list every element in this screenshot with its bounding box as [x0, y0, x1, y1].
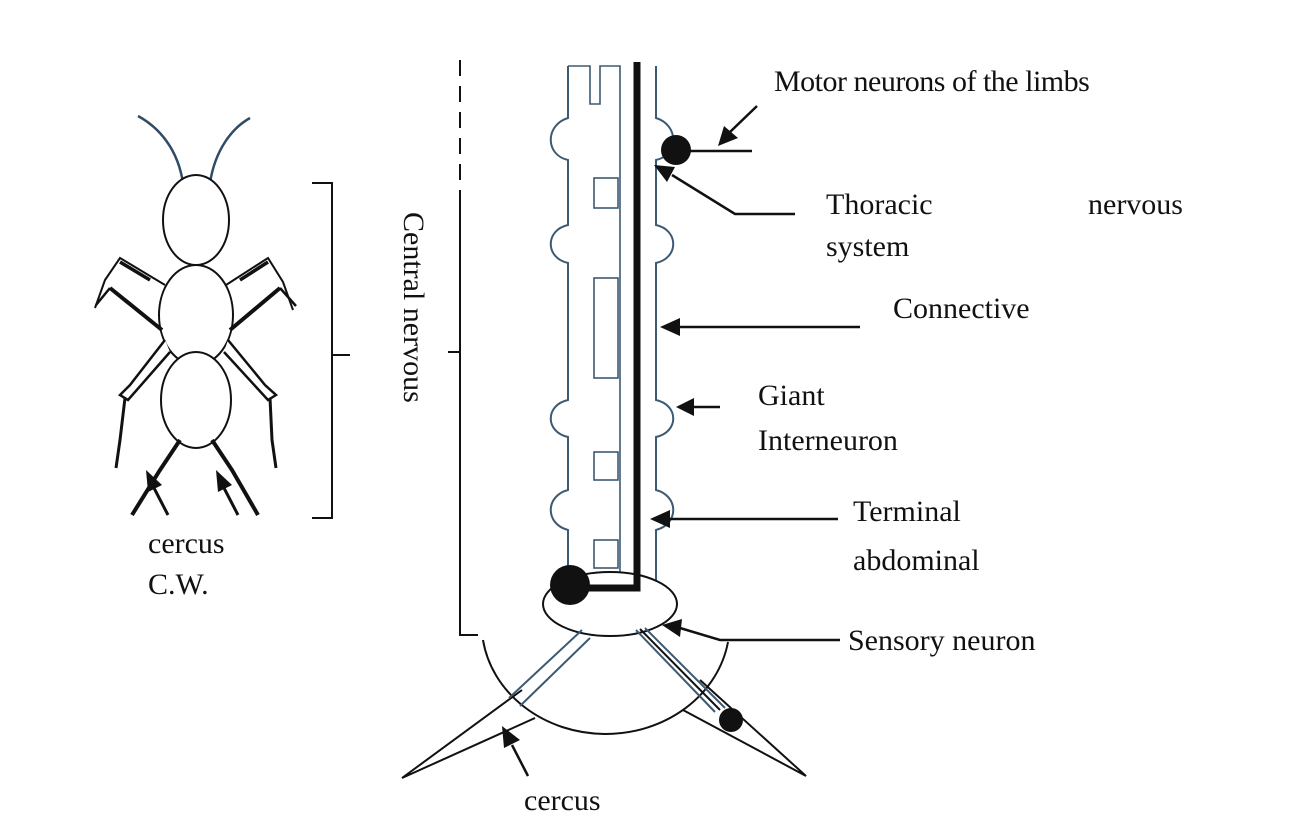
terminal-label: Terminal	[853, 495, 961, 528]
nerve-cord	[542, 62, 752, 637]
right-antenna	[208, 116, 251, 184]
cerci-structure	[401, 627, 807, 779]
giant-interneuron-soma	[550, 565, 590, 605]
left-cercus-appendage	[130, 438, 182, 517]
motor-neuron-soma	[661, 135, 691, 165]
insect-head	[162, 174, 230, 266]
insect-illustration	[94, 114, 297, 517]
right-hind-leg	[223, 339, 279, 402]
insect-abdomen	[160, 351, 232, 449]
central-nervous-bracket	[448, 60, 478, 636]
interneuron-label: Interneuron	[758, 424, 898, 457]
right-middle-leg	[228, 286, 282, 332]
connective-label: Connective	[893, 292, 1030, 325]
cercus-bottom-label: cercus	[524, 784, 601, 817]
giant-label: Giant	[758, 379, 825, 412]
cercus-arrows	[146, 470, 240, 516]
sensory-neuron-soma	[719, 708, 743, 732]
thoracic-label: Thoracic	[826, 188, 933, 221]
thoracic-nervous-label: nervous	[1088, 188, 1183, 221]
cercus-left-label: cercus	[148, 527, 225, 560]
insect-brace	[312, 182, 350, 519]
bottom-semicircle	[482, 639, 729, 735]
left-middle-leg	[108, 286, 164, 332]
thoracic-system-label: system	[826, 230, 909, 263]
central-nervous-label: Central nervous	[397, 212, 430, 403]
abdominal-label: abdominal	[853, 544, 980, 577]
right-cercus-appendage	[210, 438, 260, 517]
cw-cut-label: C.W.	[148, 568, 209, 601]
left-antenna	[137, 114, 185, 184]
motor-neurons-label: Motor neurons of the limbs	[774, 65, 1089, 98]
left-cercus	[401, 689, 536, 779]
left-front-leg	[94, 256, 166, 309]
giant-interneuron-axon	[580, 62, 641, 592]
sensory-neuron-label: Sensory neuron	[848, 624, 1035, 657]
pointer-arrows	[502, 105, 860, 777]
insect-thorax	[158, 264, 234, 366]
left-hind-leg	[118, 339, 171, 402]
